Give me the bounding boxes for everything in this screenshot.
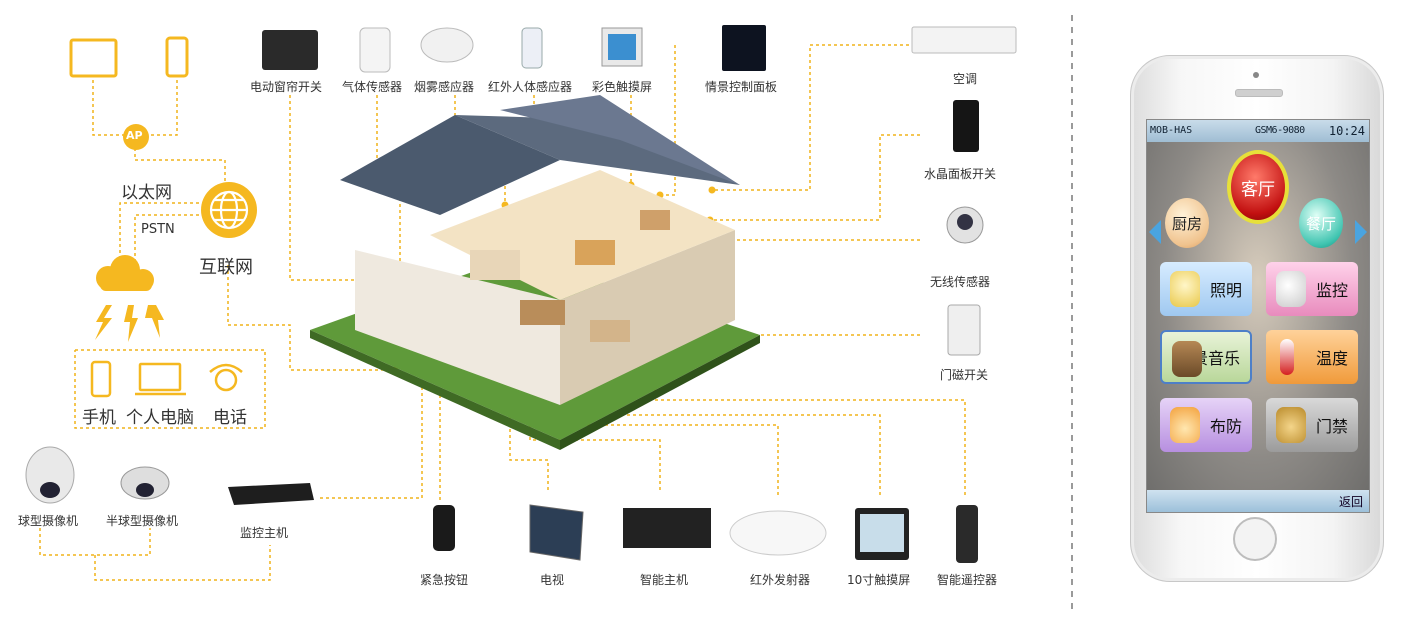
label-smoke-sensor: 烟雾感应器 — [414, 80, 475, 94]
lightning-icons — [95, 305, 164, 342]
label-touchscreen-10: 10寸触摸屏 — [847, 573, 911, 587]
bottom-bar: 返回 — [1147, 490, 1369, 512]
front-camera-icon — [1253, 72, 1259, 78]
label-ir-body-sensor: 红外人体感应器 — [488, 80, 573, 94]
label-gas-sensor: 气体传感器 — [342, 80, 403, 94]
label-curtain-switch: 电动窗帘开关 — [250, 80, 323, 94]
label-dome-camera: 球型摄像机 — [18, 514, 79, 528]
alarm-icon — [1170, 407, 1200, 443]
room-kitchen-button[interactable]: 厨房 — [1165, 198, 1209, 248]
device-pictures — [25, 25, 1017, 563]
label-internet: 互联网 — [199, 257, 253, 278]
arrow-left-icon[interactable] — [1149, 220, 1161, 244]
tablet-icon — [69, 38, 118, 78]
label-smart-host: 智能主机 — [640, 573, 689, 587]
label-panic-button: 紧急按钮 — [420, 573, 469, 587]
tile-arming-label: 布防 — [1209, 417, 1242, 436]
tile-access-label: 门禁 — [1315, 417, 1348, 436]
label-nvr: 监控主机 — [240, 526, 289, 540]
label-air-conditioner: 空调 — [953, 72, 978, 86]
mobile-icon — [165, 36, 189, 78]
speaker-icon — [1172, 341, 1202, 377]
cloud-icon — [96, 255, 154, 291]
room-kitchen-label: 厨房 — [1171, 214, 1202, 233]
room-dining-label: 餐厅 — [1305, 214, 1336, 233]
label-ir-transmitter: 红外发射器 — [750, 573, 811, 587]
speaker-grille — [1235, 89, 1283, 97]
lock-icon — [1276, 407, 1306, 443]
label-ethernet: 以太网 — [121, 183, 172, 203]
back-button[interactable]: 返回 — [1338, 495, 1363, 509]
room-living-label: 客厅 — [1241, 179, 1275, 200]
tile-music[interactable]: 背景音乐 — [1160, 330, 1252, 384]
bulb-icon — [1170, 271, 1200, 307]
tile-monitor-label: 监控 — [1315, 281, 1348, 300]
label-smart-remote: 智能遥控器 — [937, 573, 998, 587]
tile-monitor[interactable]: 监控 — [1266, 262, 1358, 316]
house-illustration — [310, 95, 760, 450]
status-app-name: MOB-HAS — [1150, 125, 1193, 136]
tile-access[interactable]: 门禁 — [1266, 398, 1358, 452]
thermometer-icon — [1280, 339, 1294, 375]
label-pc: 个人电脑 — [126, 408, 194, 428]
tile-lighting-label: 照明 — [1209, 281, 1242, 300]
label-door-magnet-switch: 门磁开关 — [940, 368, 989, 382]
ap-node — [123, 124, 149, 150]
label-wireless-sensor: 无线传感器 — [930, 275, 991, 289]
label-semi-dome-camera: 半球型摄像机 — [106, 514, 179, 528]
phone-mockup: MOB-HAS GSM6-9080 10:24 厨房 客厅 餐厅 照明 监控 背… — [1130, 55, 1384, 582]
tile-temperature-label: 温度 — [1315, 349, 1348, 368]
tile-temperature[interactable]: 温度 — [1266, 330, 1358, 384]
globe-icon — [201, 182, 257, 238]
label-scene-panel: 情景控制面板 — [705, 80, 778, 94]
room-living-button[interactable]: 客厅 — [1227, 150, 1289, 224]
tile-arming[interactable]: 布防 — [1160, 398, 1252, 452]
room-dining-button[interactable]: 餐厅 — [1299, 198, 1343, 248]
tile-lighting[interactable]: 照明 — [1160, 262, 1252, 316]
label-pstn: PSTN — [141, 222, 175, 237]
label-crystal-panel-switch: 水晶面板开关 — [924, 167, 997, 181]
label-mobile-phone: 手机 — [82, 408, 116, 428]
label-color-touchscreen: 彩色触摸屏 — [592, 80, 653, 94]
status-bar: MOB-HAS GSM6-9080 10:24 — [1147, 120, 1369, 142]
status-time: 10:24 — [1328, 124, 1365, 138]
status-carrier: GSM6-9080 — [1255, 125, 1305, 136]
arrow-right-icon[interactable] — [1355, 220, 1367, 244]
label-ap: AP — [126, 129, 143, 142]
label-tv: 电视 — [540, 573, 565, 587]
phone-screen: MOB-HAS GSM6-9080 10:24 厨房 客厅 餐厅 照明 监控 背… — [1146, 119, 1370, 513]
camera-icon — [1276, 271, 1306, 307]
home-button[interactable] — [1233, 517, 1277, 561]
app-body: 厨房 客厅 餐厅 照明 监控 背景音乐 温度 布防 — [1147, 142, 1369, 490]
device-icons — [90, 360, 243, 398]
label-telephone: 电话 — [213, 408, 247, 428]
